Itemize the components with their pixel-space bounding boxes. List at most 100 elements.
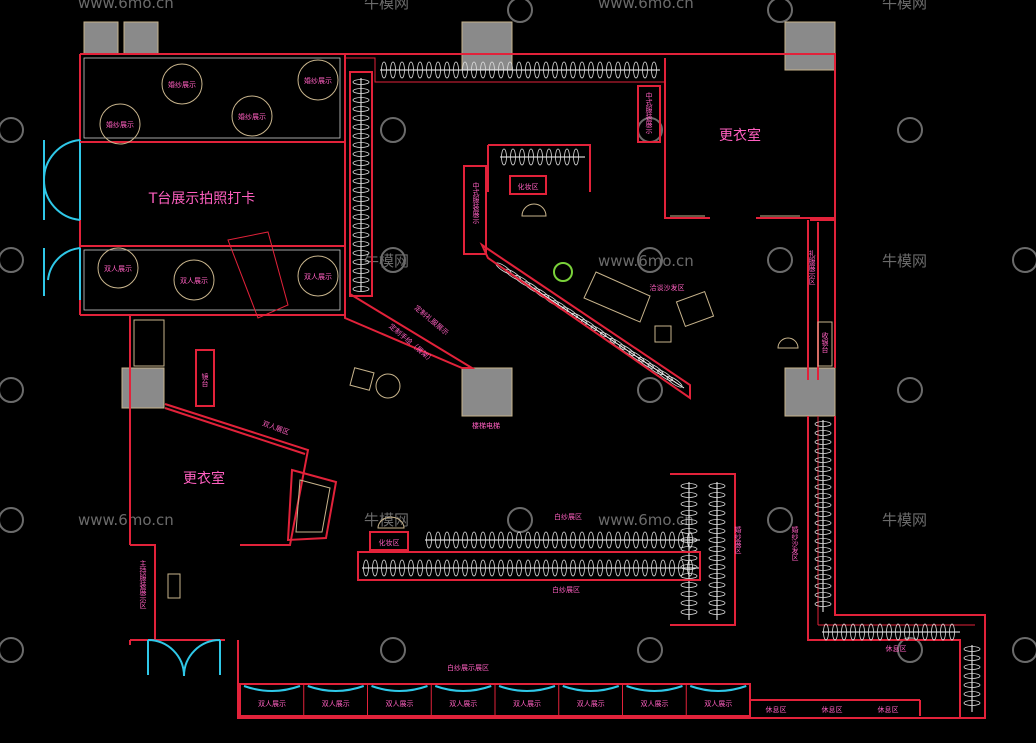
hanger-icon [352,223,370,229]
hanger-icon [680,591,698,597]
hanger-icon [570,531,576,549]
hanger-icon [352,268,370,274]
hanger-icon [633,531,639,549]
hanger-icon [498,559,504,577]
hanger-icon [606,531,612,549]
chinese-display-label: 中式服装展示 [645,91,653,134]
mannequin-top-row: 婚纱展示 婚纱展示 婚纱展示 婚纱展示 [99,59,339,145]
hanger-icon [814,430,832,436]
watermark-url: www.6mo.cn [78,511,174,529]
hanger-icon [859,623,865,641]
hanger-icon [564,148,570,166]
hanger-icon [708,510,726,516]
watermark-cn: 牛模网 [882,511,927,529]
hanger-icon [868,623,874,641]
hanger-icon [352,250,370,256]
hanger-icon [963,700,981,706]
hanger-icon [561,559,567,577]
hanger-icon [680,501,698,507]
hanger-icon [543,61,549,79]
hanger-icon [453,531,459,549]
hanger-icon [552,559,558,577]
t-stage-area: T台展示拍照打卡 [80,57,345,319]
hanger-icon [708,555,726,561]
hanger-icon [638,356,654,369]
hanger-icon [687,559,693,577]
hanger-icon [381,61,387,79]
hanger-icon [534,559,540,577]
hanger-icon [573,148,579,166]
hanger-icon [480,559,486,577]
mannequin-label: 婚纱展示 [304,76,332,85]
hanger-icon [426,559,432,577]
mannequin-label: 婚纱展示 [106,120,134,129]
hanger-icon [814,511,832,517]
hanger-icon [489,559,495,577]
chair-icon [377,516,405,529]
bottom-rest-labels: 休息区休息区休息区 [766,705,899,714]
shoes-label: 双人展区 [261,420,290,437]
hanger-icon [588,531,594,549]
hanger-icon [931,623,937,641]
hanger-icon [708,546,726,552]
hanger-icon [417,559,423,577]
wedding-label: 白纱展示展区 [447,663,489,672]
hanger-icon [507,559,513,577]
hanger-icon [352,214,370,220]
hanger-icon [814,493,832,499]
hanger-icon [444,559,450,577]
hanger-icon [543,559,549,577]
watermark-url: www.6mo.cn [598,0,694,12]
hanger-icon [814,556,832,562]
hanger-icon [471,61,477,79]
booth-label: 双人展示 [704,700,732,708]
hanger-icon [708,519,726,525]
hanger-icon [660,531,666,549]
hanger-icon [352,151,370,157]
hanger-icon [895,623,901,641]
hanger-icon [471,531,477,549]
hanger-icon [680,573,698,579]
hanger-icon [606,61,612,79]
hanger-icon [814,502,832,508]
hanger-icon [597,61,603,79]
hanger-icon [399,559,405,577]
bottom-booth-labels: 双人展示双人展示双人展示双人展示双人展示双人展示双人展示双人展示 [243,684,747,716]
mannequin-bottom-row: 双人展示 双人展示 双人展示 [97,247,339,301]
hanger-icon [624,559,630,577]
hanger-icon [352,115,370,121]
hanger-icon [588,61,594,79]
hanger-icon [657,369,673,382]
hanger-icon [352,88,370,94]
hanger-icon [633,61,639,79]
hanger-icon [352,106,370,112]
hanger-icon [510,148,516,166]
hanger-icon [352,178,370,184]
structural-columns [83,21,836,417]
hanger-icon [462,61,468,79]
watermark-cn: 牛模网 [364,0,409,12]
bride-display-label: 婚纱展区 [734,525,742,554]
hanger-icon [435,61,441,79]
mannequin-label: 婚纱展示 [238,112,266,121]
hanger-icon [516,61,522,79]
hanger-icon [352,133,370,139]
hanger-icon [528,148,534,166]
hanger-icon [390,559,396,577]
fitting-room-label: 更衣室 [719,127,761,144]
hanger-icon [352,205,370,211]
hanger-icon [533,287,550,300]
hanger-icon [489,61,495,79]
hanger-icon [708,483,726,489]
hanger-icon [669,559,675,577]
mirror-label: 镜台 [201,372,209,388]
rest-area-label: 休息区 [878,705,899,714]
hanger-icon [352,277,370,283]
hanger-icon [352,79,370,85]
hanger-icon [399,61,405,79]
hanger-icon [669,531,675,549]
hanger-icon [552,531,558,549]
booth-label: 双人展示 [449,700,477,708]
watermark-url: www.6mo.cn [598,511,694,529]
